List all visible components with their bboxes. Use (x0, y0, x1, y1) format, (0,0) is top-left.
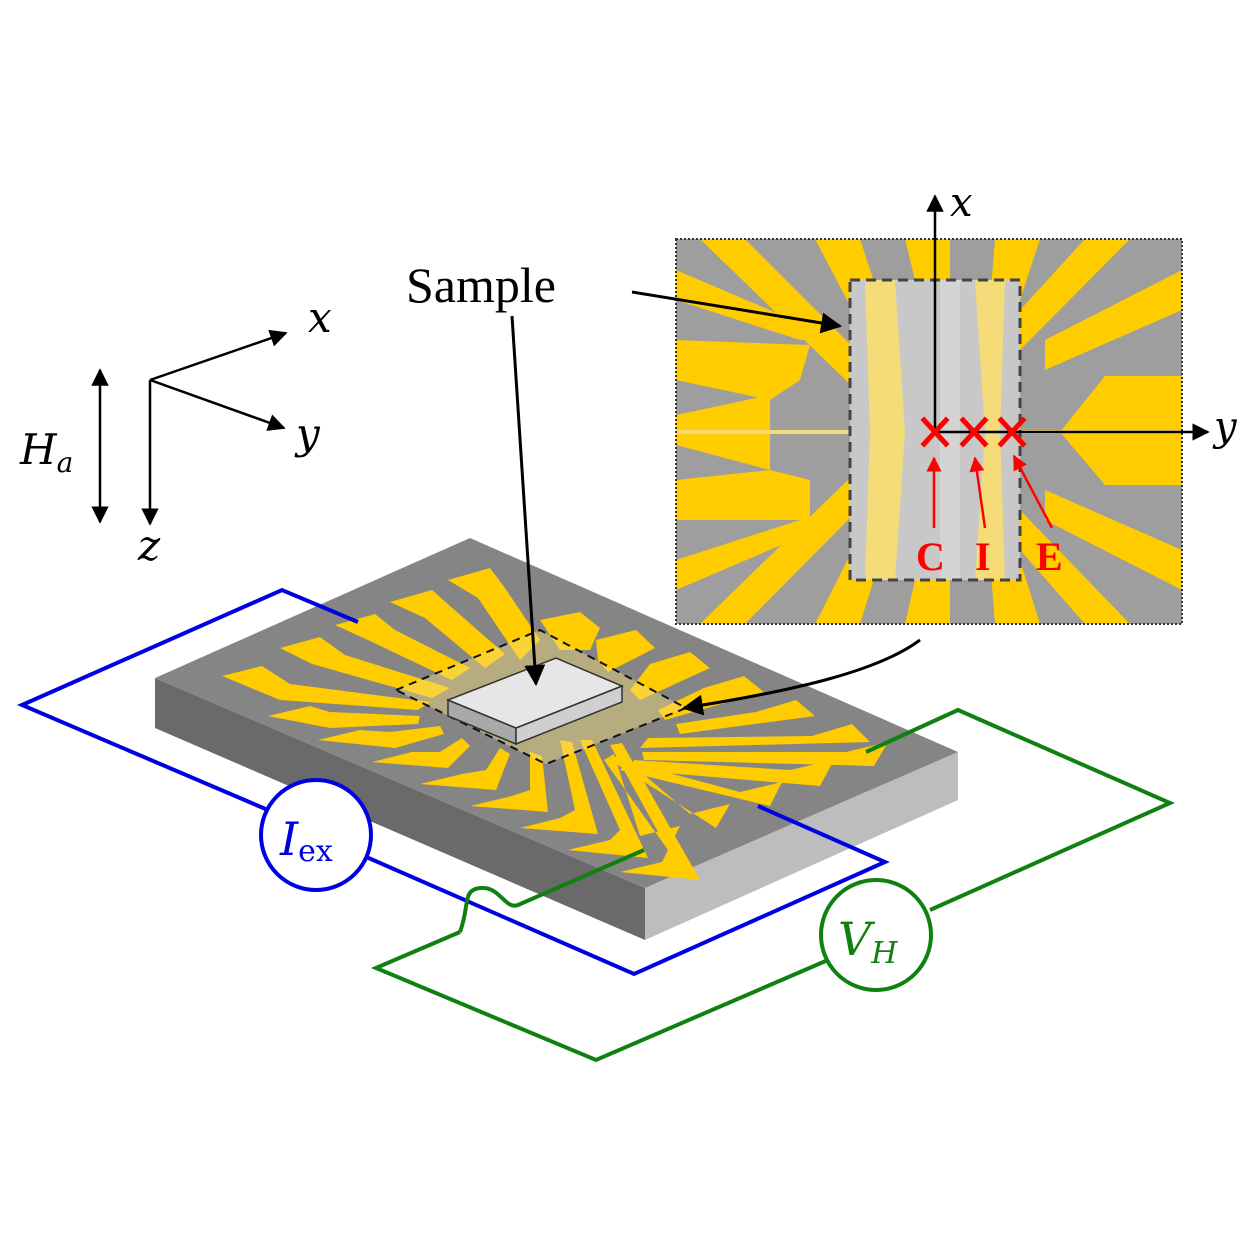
chip-electrode (596, 630, 655, 672)
hall-chip (155, 538, 958, 940)
marker-i-pointer (969, 456, 987, 529)
inset-axis-y-label: y (1212, 404, 1238, 450)
chip-electrode (280, 637, 450, 698)
axis-z-label: z (137, 521, 161, 570)
voltage-circuit: VH (370, 707, 1175, 1063)
chip-electrode (604, 754, 680, 850)
chip-electrode (610, 754, 730, 828)
inset-electrode (1045, 490, 1182, 590)
inset-electrode (905, 580, 950, 624)
chip-electrode (630, 760, 834, 786)
marker-i-cross (959, 416, 989, 448)
chip-sample-region-outline (393, 628, 689, 766)
chip-electrode (390, 590, 505, 668)
inset-zoom-arrow (681, 638, 921, 716)
current-source-label: Iex (279, 812, 333, 869)
current-circuit: Iex (16, 587, 890, 977)
chip-electrode (642, 742, 888, 766)
inset-electrode (1020, 510, 1130, 624)
marker-e-label: E (1036, 534, 1063, 579)
chip-electrode (620, 762, 782, 806)
substrate-side-face (645, 752, 958, 940)
voltage-wire (370, 930, 829, 1063)
sample-label: Sample (406, 257, 556, 313)
voltage-meter-label: VH (838, 912, 898, 971)
sample-top-face (445, 657, 624, 729)
marker-e-pointer (1012, 454, 1054, 529)
chip-electrode (520, 740, 598, 834)
chip-electrode (640, 724, 870, 748)
inset-electrode (905, 239, 950, 280)
marker-e-cross (997, 416, 1027, 448)
marker-c-cross (920, 416, 950, 448)
sample-pointer-inset (631, 290, 843, 334)
current-wire (363, 804, 890, 977)
inset-electrode (676, 270, 840, 340)
axis-y-arrow (149, 378, 286, 431)
current-wire (16, 587, 359, 812)
coordinate-axes: x y z (137, 293, 332, 570)
chip-electrode (335, 614, 470, 680)
inset-axis-x-label: x (950, 180, 973, 226)
inset-electrode (1045, 270, 1182, 370)
axis-x-label: x (308, 293, 332, 342)
current-source (259, 778, 373, 892)
voltage-wire-crossover (458, 848, 645, 933)
marker-c-label: C (916, 534, 945, 579)
chip-electrode (318, 726, 444, 748)
inset-border (675, 238, 1183, 625)
field-label: Ha (19, 425, 73, 479)
chip-electrode (268, 706, 420, 728)
inset-sample-electrode (865, 280, 905, 580)
applied-field: Ha (19, 368, 109, 524)
inset-electrode (676, 340, 810, 400)
marker-i-label: I (975, 534, 991, 579)
chip-electrode (610, 743, 700, 880)
sample-block (445, 657, 624, 746)
chip-electrode (448, 568, 540, 660)
voltage-meter (819, 878, 933, 992)
sample-pointer-chip (510, 315, 546, 687)
voltage-wire (865, 707, 1175, 912)
chip-electrode (568, 740, 648, 858)
sample-annotation: Sample (406, 257, 921, 716)
inset-zoom-view: x y C I E (675, 180, 1238, 625)
axis-x-arrow (149, 329, 288, 382)
measurement-markers (920, 416, 1027, 448)
chip-electrode (222, 666, 430, 710)
inset-electrode (676, 470, 810, 520)
chip-electrode (540, 612, 600, 650)
chip-electrode (420, 748, 510, 790)
chip-electrode (372, 738, 470, 768)
axis-y-label: y (294, 409, 321, 458)
chip-electrode (470, 752, 548, 812)
inset-electrode (700, 470, 858, 624)
substrate-front-face (155, 678, 645, 940)
inset-electrode (1020, 239, 1130, 350)
chip-electrode (676, 700, 815, 734)
inset-sample-electrode (940, 280, 960, 580)
